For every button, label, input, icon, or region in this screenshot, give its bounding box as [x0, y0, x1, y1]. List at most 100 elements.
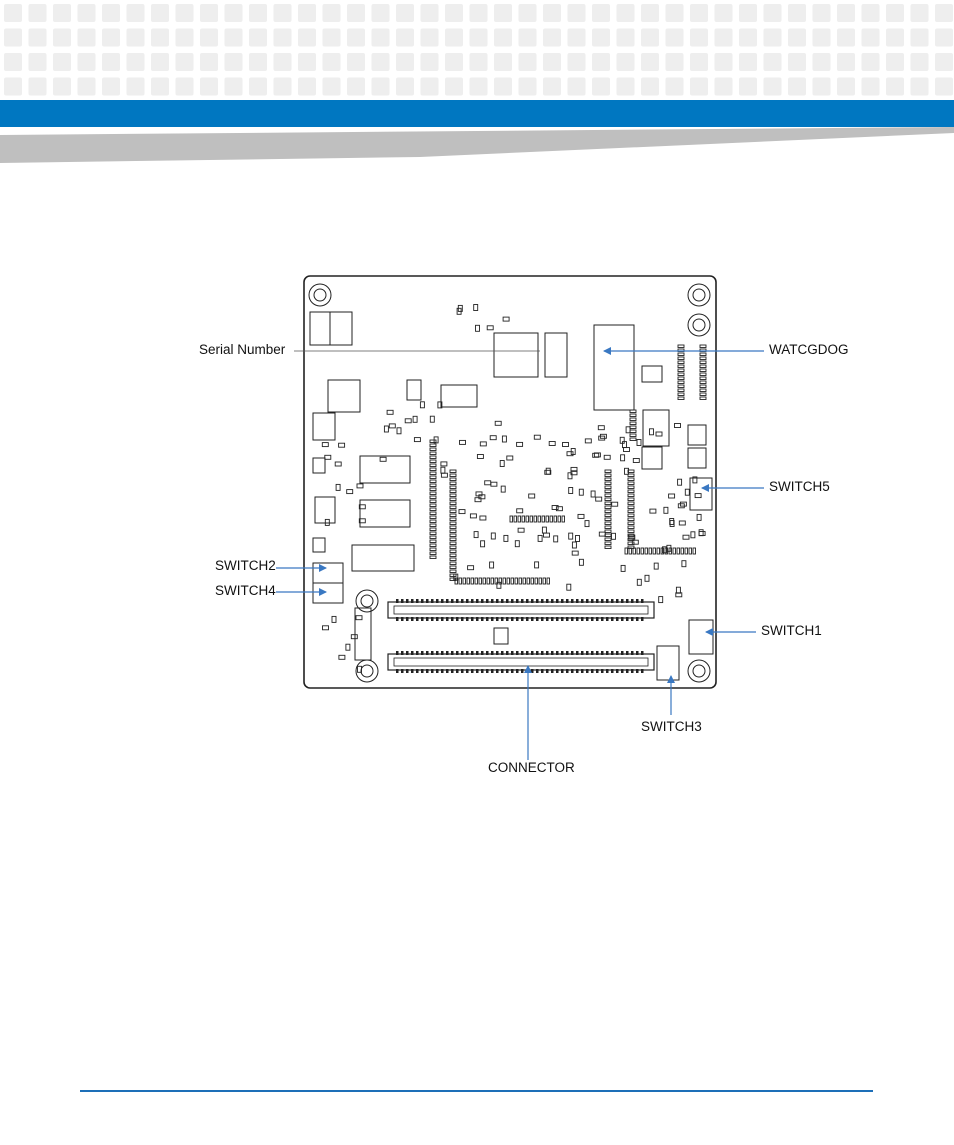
smd-pad: [699, 392, 707, 396]
connector-pin: [591, 651, 594, 655]
connector-pin: [566, 617, 569, 621]
connector-pin: [606, 669, 609, 673]
smd-part: [545, 467, 551, 475]
smd-part: [501, 435, 507, 443]
connector-pin: [626, 617, 629, 621]
smd-pad: [629, 413, 637, 417]
smd-part: [628, 534, 636, 540]
connector-pin: [586, 599, 589, 603]
smd-pad: [542, 577, 546, 585]
smd-pad: [449, 521, 457, 525]
smd-part: [388, 423, 396, 429]
connector-pin: [416, 651, 419, 655]
smd-pad: [449, 529, 457, 533]
connector-pin: [441, 651, 444, 655]
smd-pad: [449, 541, 457, 545]
smd-pad: [636, 547, 640, 555]
smd-pad: [429, 439, 437, 443]
connector-pin: [446, 617, 449, 621]
smd-part: [473, 304, 479, 311]
connector-pin: [546, 669, 549, 673]
smd-part: [479, 441, 487, 447]
smd-part: [684, 488, 690, 496]
smd-pad: [506, 577, 510, 585]
smd-pad: [627, 541, 635, 545]
connector-pin: [446, 599, 449, 603]
smd-part: [537, 534, 543, 542]
connector-pin: [606, 599, 609, 603]
connector-pin: [471, 669, 474, 673]
smd-pad: [449, 533, 457, 537]
connector-pin: [486, 669, 489, 673]
connector-pin: [436, 669, 439, 673]
smd-pad: [699, 372, 707, 376]
smd-pad: [549, 515, 553, 523]
smd-part: [567, 472, 573, 480]
smd-part: [516, 441, 524, 447]
connector-pin: [556, 651, 559, 655]
connector-pin: [456, 669, 459, 673]
connector-pin: [476, 599, 479, 603]
smd-pad: [429, 447, 437, 451]
smd-part: [533, 434, 541, 440]
smd-pad: [537, 515, 541, 523]
smd-pad: [449, 545, 457, 549]
smd-pad: [429, 471, 437, 475]
connector-pin: [536, 599, 539, 603]
smd-part: [575, 535, 580, 542]
smd-part: [324, 518, 330, 526]
smd-part: [437, 401, 443, 409]
smd-part: [335, 483, 341, 491]
smd-pad: [449, 509, 457, 513]
smd-part: [655, 431, 663, 437]
connector-pin: [591, 669, 594, 673]
smd-pad: [429, 495, 437, 499]
connector-pin: [466, 651, 469, 655]
smd-pad: [677, 388, 685, 392]
smd-pad: [627, 505, 635, 509]
smd-part: [636, 439, 642, 446]
connector-pin: [446, 651, 449, 655]
connector-pin: [641, 669, 644, 673]
smd-pad: [627, 521, 635, 525]
connector-pin: [636, 599, 639, 603]
connector-pin: [521, 617, 524, 621]
smd-part: [658, 596, 664, 604]
smd-pad: [538, 577, 542, 585]
connector-pin: [431, 651, 434, 655]
smd-pad: [604, 545, 612, 549]
connector-pin: [406, 651, 409, 655]
smd-part: [479, 515, 487, 521]
smd-pad: [533, 515, 537, 523]
smd-pad: [627, 501, 635, 505]
connector-top: [387, 599, 655, 621]
smd-part: [644, 574, 650, 582]
header-blue-bar: [0, 100, 954, 127]
smd-pad: [449, 473, 457, 477]
smd-pad: [449, 489, 457, 493]
connector-pin: [641, 651, 644, 655]
smd-part: [698, 531, 706, 536]
smd-part: [696, 513, 702, 521]
smd-part: [386, 409, 394, 415]
smd-pad: [699, 380, 707, 384]
smd-pad: [429, 531, 437, 535]
smd-part: [568, 487, 574, 494]
smd-part: [674, 423, 681, 428]
smd-part: [555, 506, 563, 512]
connector-pin: [501, 599, 504, 603]
smd-part: [474, 497, 482, 503]
smd-pad: [522, 577, 526, 585]
connector-pin: [546, 599, 549, 603]
smd-part: [490, 532, 496, 540]
smd-pad: [429, 519, 437, 523]
connector-pin: [611, 651, 614, 655]
smd-pad: [677, 352, 685, 356]
connector-pin: [416, 617, 419, 621]
smd-pad: [699, 344, 707, 348]
smd-part: [649, 508, 657, 514]
connector-pin: [571, 651, 574, 655]
smd-part: [440, 461, 448, 467]
smd-pad: [604, 469, 612, 473]
smd-pad: [629, 417, 637, 421]
